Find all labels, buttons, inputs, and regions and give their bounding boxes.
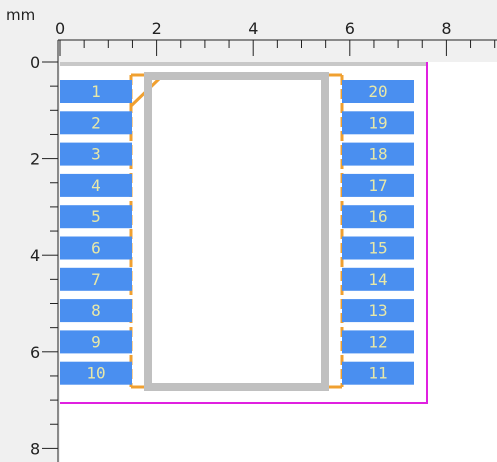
pad-shape[interactable] [342,299,414,323]
pad-number: 11 [368,364,387,383]
pad-number: 20 [368,82,387,101]
top-ruler[interactable]: 0 2 4 6 8 [55,19,497,56]
pad-shape[interactable] [342,361,414,385]
pad-shape[interactable] [342,267,414,291]
pad-4[interactable]: 4 [60,173,132,197]
pad-shape[interactable] [60,173,132,197]
pad-number: 15 [368,239,387,258]
left-ruler[interactable]: 0 2 4 6 8 [30,40,59,462]
pad-shape[interactable] [342,330,414,354]
pad-number: 6 [91,239,101,258]
pad-14[interactable]: 14 [342,267,414,291]
pad-12[interactable]: 12 [342,330,414,354]
pad-number: 5 [91,207,101,226]
pad-8[interactable]: 8 [60,299,132,323]
pad-16[interactable]: 16 [342,205,414,229]
pad-19[interactable]: 19 [342,111,414,135]
pad-shape[interactable] [60,299,132,323]
pad-number: 18 [368,145,387,164]
top-ruler-label: 2 [152,19,162,38]
top-ruler-label: 0 [55,19,65,38]
pad-6[interactable]: 6 [60,236,132,260]
pad-number: 9 [91,332,101,351]
pad-number: 10 [86,364,105,383]
package-body-silkscreen [144,72,329,391]
pad-1[interactable]: 1 [60,80,132,103]
drawing-canvas[interactable] [60,62,497,462]
pad-3[interactable]: 3 [60,142,132,166]
pad-shape[interactable] [342,205,414,229]
pad-shape[interactable] [60,80,132,103]
pad-shape[interactable] [60,236,132,260]
pad-15[interactable]: 15 [342,236,414,260]
pad-number: 17 [368,176,387,195]
pad-11[interactable]: 11 [342,361,414,385]
left-ruler-label: 0 [30,53,40,72]
left-ruler-label: 6 [30,343,40,362]
pad-number: 16 [368,207,387,226]
pad-number: 1 [91,82,101,101]
pad-number: 13 [368,301,387,320]
pad-shape[interactable] [342,80,414,103]
pad-shape[interactable] [60,330,132,354]
pad-shape[interactable] [60,111,132,135]
top-ruler-label: 8 [441,19,451,38]
pad-7[interactable]: 7 [60,267,132,291]
ruler-unit-label: mm [6,6,35,24]
pad-number: 7 [91,270,101,289]
pad-number: 3 [91,145,101,164]
pad-shape[interactable] [342,173,414,197]
pad-number: 14 [368,270,387,289]
pad-13[interactable]: 13 [342,299,414,323]
top-ruler-label: 6 [345,19,355,38]
pad-number: 4 [91,176,101,195]
canvas-top-strip [60,62,427,66]
pad-18[interactable]: 18 [342,142,414,166]
pad-shape[interactable] [60,361,132,385]
pad-number: 8 [91,301,101,320]
pad-number: 2 [91,113,101,132]
pad-shape[interactable] [342,142,414,166]
pad-20[interactable]: 20 [342,80,414,103]
pad-17[interactable]: 17 [342,173,414,197]
pad-10[interactable]: 10 [60,361,132,385]
pad-9[interactable]: 9 [60,330,132,354]
pad-number: 12 [368,332,387,351]
pad-5[interactable]: 5 [60,205,132,229]
pad-shape[interactable] [342,236,414,260]
board-outline [60,62,428,404]
left-ruler-label: 2 [30,150,40,169]
pad-shape[interactable] [60,267,132,291]
pad-shape[interactable] [342,111,414,135]
pads-left-column: 1 2 3 4 5 6 7 8 9 10 [60,80,132,385]
top-ruler-label: 4 [248,19,258,38]
left-ruler-label: 8 [30,439,40,458]
pads-right-column: 20 19 18 17 16 15 14 13 12 11 [342,80,414,385]
left-ruler-label: 4 [30,246,40,265]
pad-shape[interactable] [60,142,132,166]
pad-2[interactable]: 2 [60,111,132,135]
pad-number: 19 [368,113,387,132]
pad-shape[interactable] [60,205,132,229]
